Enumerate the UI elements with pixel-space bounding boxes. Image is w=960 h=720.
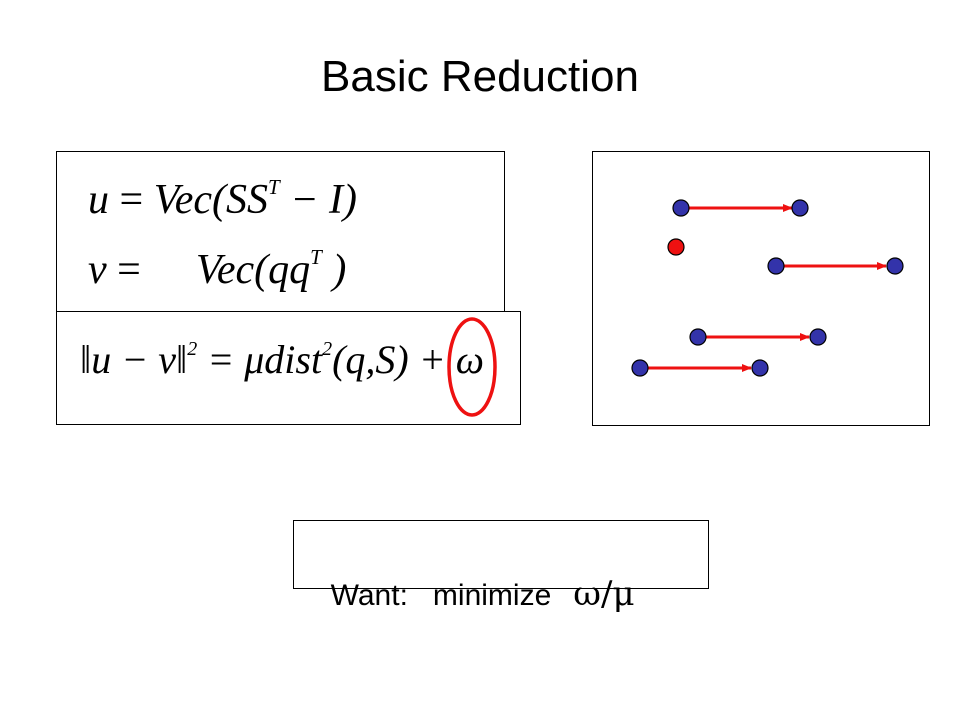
u-tail: − I) — [279, 177, 357, 223]
dist-args: (q,S) + — [332, 337, 456, 382]
v-tail: ) — [321, 247, 347, 293]
equals-sign: = — [117, 247, 141, 293]
equals-sign: = — [119, 177, 144, 223]
highlight-circle — [447, 317, 497, 417]
query-point-icon — [667, 238, 685, 256]
equation-norm: ‖u − v‖2 = μdist2(q,S) + ω — [80, 336, 484, 383]
u-rhs: Vec(SS — [153, 177, 268, 223]
slide-title: Basic Reduction — [321, 52, 639, 101]
u-superscript: T — [267, 174, 280, 199]
norm-lhs: ‖u − v‖ — [80, 337, 188, 382]
point-icon — [751, 359, 769, 377]
goal-box — [293, 520, 709, 589]
dist-superscript: 2 — [322, 337, 333, 360]
v-rhs: Vec(qq — [195, 247, 311, 293]
u-lhs: u — [88, 177, 109, 223]
point-icon — [672, 199, 690, 217]
omega-symbol: ω — [455, 337, 484, 382]
point-icon — [809, 328, 827, 346]
equation-v: v = Vec(qqT ) — [88, 244, 347, 294]
v-lhs: v — [88, 247, 107, 293]
point-icon — [689, 328, 707, 346]
goal-text: Want: minimize ω/μ — [314, 540, 635, 614]
point-icon — [791, 199, 809, 217]
diagram-box — [592, 151, 930, 426]
goal-label: Want: minimize — [330, 579, 552, 612]
norm-superscript: 2 — [187, 337, 198, 360]
goal-ratio: ω/μ — [573, 574, 635, 614]
point-icon — [767, 257, 785, 275]
v-superscript: T — [310, 244, 322, 269]
point-icon — [631, 359, 649, 377]
equation-u: u = Vec(SST − I) — [88, 174, 357, 224]
norm-rhs: = μdist — [207, 337, 323, 382]
equation-box-uv — [56, 151, 505, 316]
point-icon — [886, 257, 904, 275]
equation-box-norm — [56, 311, 521, 425]
